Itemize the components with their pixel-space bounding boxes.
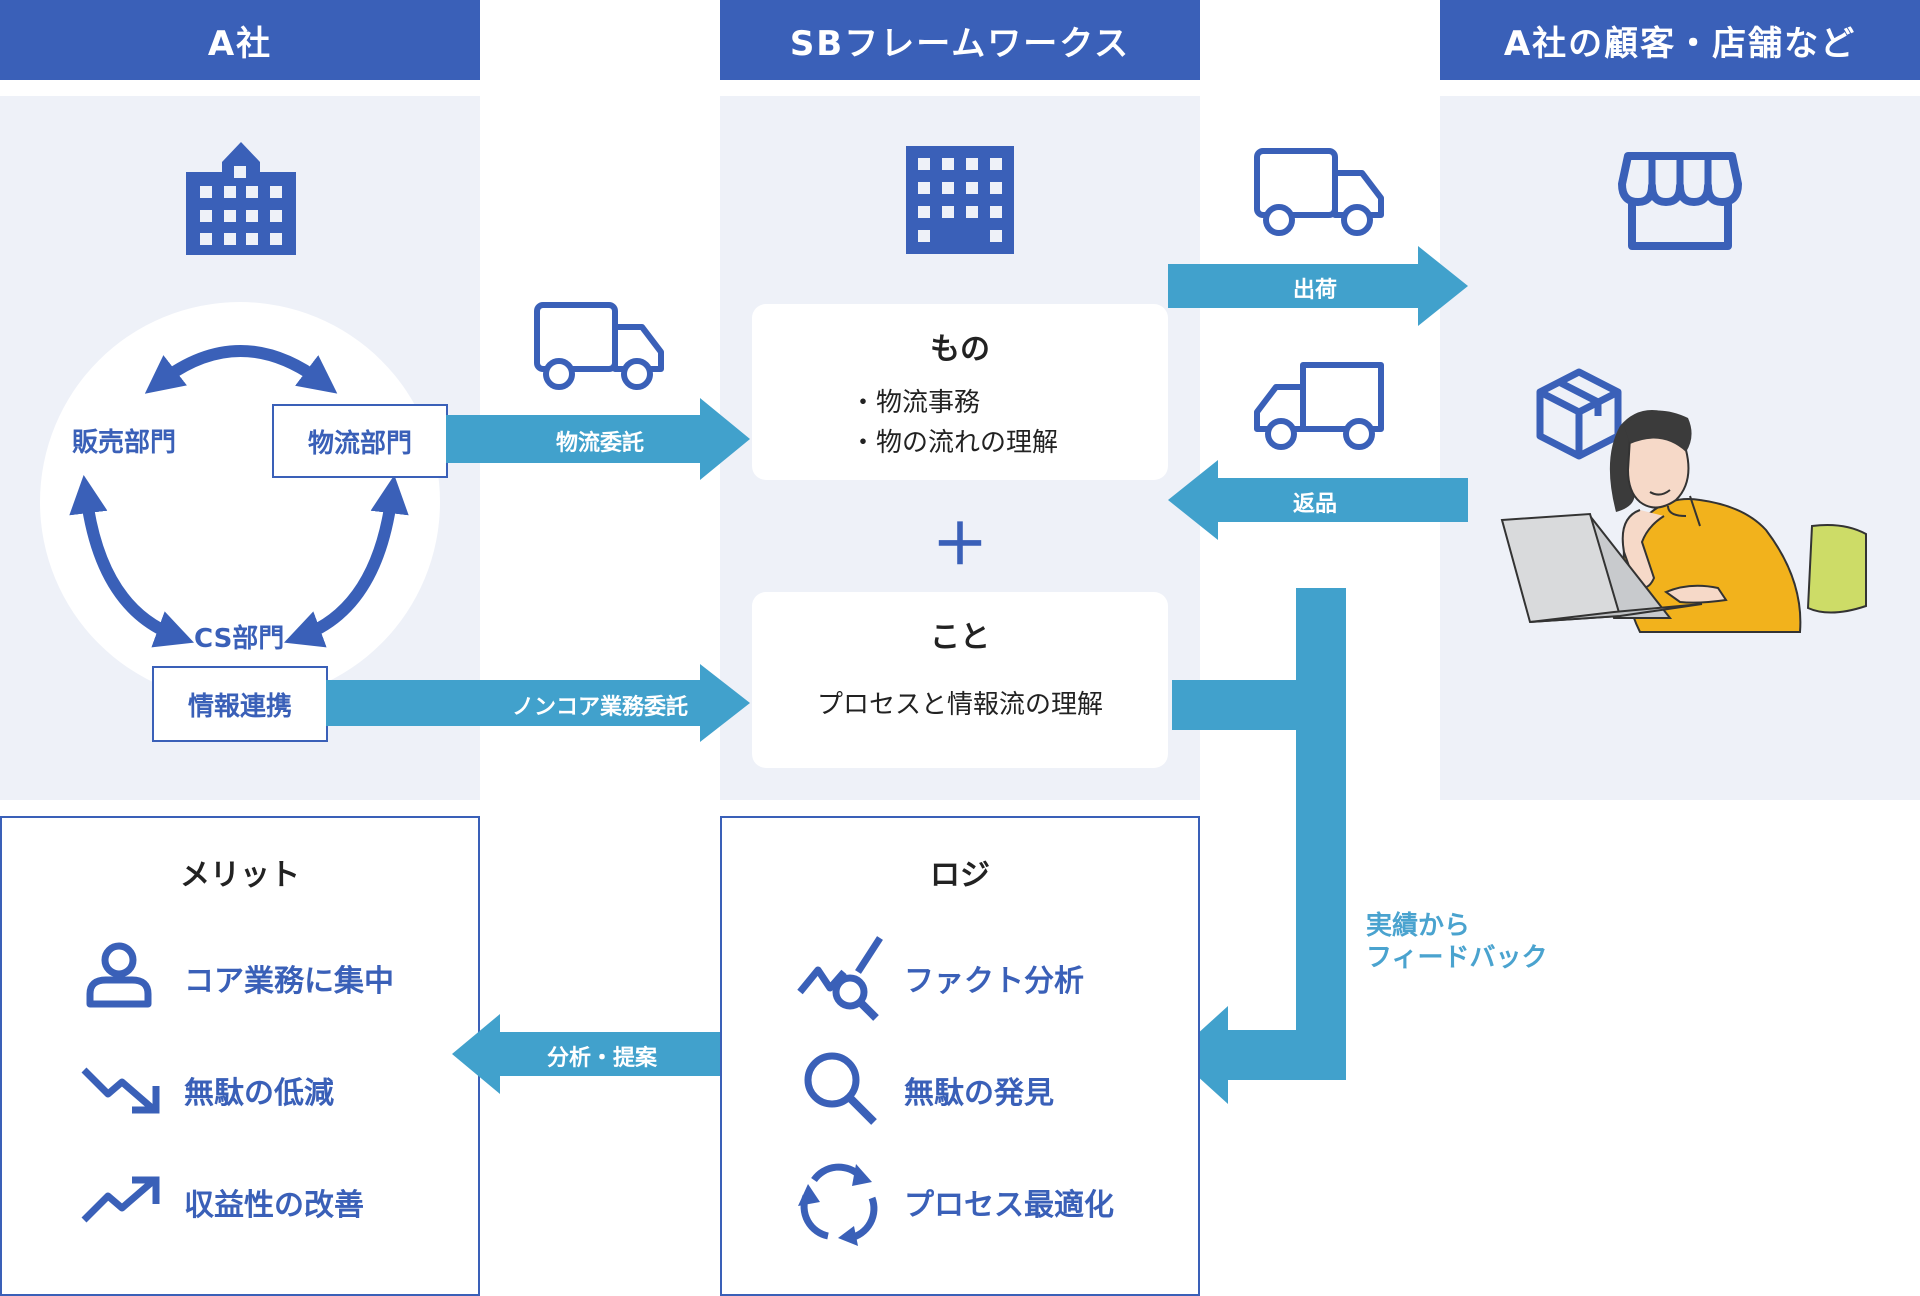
ship-label: 出荷: [1292, 278, 1337, 303]
ship-arrow: [1168, 246, 1468, 326]
koto-line: プロセスと情報流の理解: [816, 690, 1103, 720]
truck-icon: [1254, 148, 1384, 236]
magnifier-icon: [804, 1052, 877, 1125]
feedback-label: 実績から フィードバック: [1366, 910, 1547, 974]
logi-item: プロセス最適化: [904, 1188, 1114, 1223]
logi-item: 無駄の発見: [904, 1076, 1054, 1111]
feedback-line-1: 実績から: [1366, 911, 1471, 941]
package-box-icon: [1536, 368, 1622, 460]
info-link-box: 情報連携: [152, 666, 328, 742]
mono-line: ・物流事務: [850, 388, 981, 418]
logistics-outsource-arrow: [446, 398, 750, 480]
header-company-a: A社: [0, 0, 480, 80]
koto-title: こと: [930, 620, 990, 655]
truck-icon: [534, 302, 664, 390]
person-icon: [86, 942, 152, 1008]
trend-down-icon: [81, 1067, 160, 1114]
merit-item: 無駄の低減: [184, 1076, 334, 1111]
analysis-proposal-arrow: [452, 1014, 752, 1094]
noncore-outsource-arrow: [326, 664, 750, 742]
feedback-connector-arrow: [1172, 588, 1346, 1104]
plus-sign: ＋: [932, 513, 988, 578]
office-building-icon: [186, 142, 296, 255]
office-building-icon: [906, 146, 1014, 254]
logistics-outsource-label: 物流委託: [555, 431, 644, 456]
logi-title: ロジ: [930, 858, 990, 893]
dept-cs: CS部門: [194, 624, 285, 654]
merit-panel: メリット: [0, 816, 480, 1296]
dept-sales: 販売部門: [72, 428, 177, 458]
store-icon: [1618, 152, 1742, 250]
return-arrow: [1168, 460, 1468, 540]
mono-line: ・物の流れの理解: [850, 428, 1059, 458]
merit-item: 収益性の改善: [184, 1188, 364, 1223]
mono-card: もの ・物流事務 ・物の流れの理解: [752, 304, 1168, 480]
header-customers: A社の顧客・店舗など: [1440, 0, 1920, 80]
logi-panel: ロジ: [720, 816, 1200, 1296]
return-label: 返品: [1292, 492, 1337, 517]
noncore-outsource-label: ノンコア業務委託: [511, 695, 688, 720]
header-sb-frameworks: SBフレームワークス: [720, 0, 1200, 80]
truck-icon: [1254, 362, 1384, 450]
analysis-proposal-label: 分析・提案: [546, 1046, 657, 1071]
trend-up-icon: [81, 1176, 160, 1223]
dept-logistics: 物流部門: [272, 404, 448, 478]
merit-item: コア業務に集中: [184, 964, 394, 999]
customer-woman-laptop-illustration: [1500, 410, 1867, 633]
mono-title: もの: [930, 332, 990, 367]
feedback-line-2: フィードバック: [1366, 943, 1548, 973]
merit-title: メリット: [180, 858, 300, 893]
koto-card: こと プロセスと情報流の理解: [752, 592, 1168, 768]
cycle-arrows: [69, 345, 409, 648]
logi-item: ファクト分析: [904, 964, 1084, 999]
chart-search-icon: [797, 936, 883, 1021]
cycle-icon: [798, 1163, 878, 1246]
